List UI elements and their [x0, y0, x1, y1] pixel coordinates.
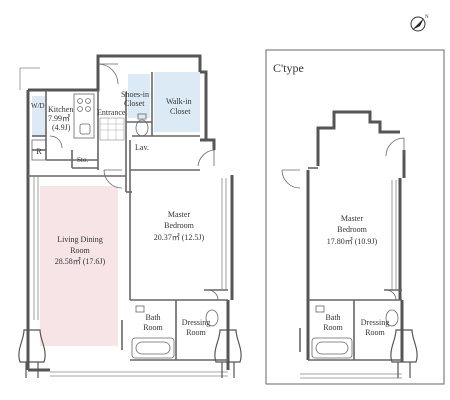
- living-dining-area: 28.58㎡ (17.6J): [55, 257, 106, 266]
- ctype-label: C'type: [273, 61, 304, 75]
- sto-label: Sto.: [77, 156, 88, 164]
- kitchen-area-sqm: 7.99㎡: [48, 114, 70, 123]
- master-bedroom-label-2: Bedroom: [164, 221, 195, 230]
- plan-c: [281, 110, 418, 379]
- living-dining-label-1: Living Dining: [57, 235, 103, 244]
- kitchen-fixtures: [31, 93, 95, 161]
- bath-fixtures: [131, 305, 219, 359]
- r-label: R: [36, 147, 42, 156]
- ctype-master-bedroom-label-2: Bedroom: [337, 225, 368, 234]
- walk-in-closet-label-2: Closet: [170, 107, 191, 116]
- kitchen-label: Kitchen: [48, 105, 73, 114]
- ctype-dressing-label-1: Dressing: [361, 318, 389, 327]
- plan-a-windows: [19, 67, 228, 377]
- walk-in-closet-label-1: Walk-in: [166, 97, 192, 106]
- lav-fixtures: [135, 113, 149, 137]
- compass-north-label: N: [425, 15, 429, 20]
- master-bedroom-area: 20.37㎡ (12.5J): [154, 233, 205, 242]
- ctype-bath-label-2: Room: [323, 323, 343, 332]
- plan-c-column: [390, 329, 418, 378]
- walk-in-closet-fill: [154, 72, 200, 132]
- plan-a: [18, 54, 242, 378]
- bath-label-2: Room: [143, 323, 163, 332]
- shoes-in-closet-fill: [128, 74, 150, 118]
- plan-c-walls: [306, 110, 406, 362]
- wd-fill: [32, 96, 46, 136]
- plan-a-walls: [26, 54, 234, 372]
- entrance-tile: [99, 117, 125, 141]
- master-bedroom-label-1: Master: [168, 210, 191, 219]
- bath-label-1: Bath: [145, 313, 160, 322]
- ctype-frame: [265, 49, 445, 385]
- plan-a-doors: [49, 63, 219, 301]
- dressing-label-1: Dressing: [182, 318, 210, 327]
- living-dining-fill: [40, 186, 118, 346]
- plan-c-windows: [300, 180, 402, 379]
- wd-label: W/D: [31, 102, 45, 110]
- lav-label: Lav.: [135, 143, 149, 152]
- dressing-label-2: Room: [186, 328, 206, 337]
- entrance-label: Entrance: [97, 108, 126, 117]
- ctype-master-bedroom-area: 17.80㎡ (10.9J): [327, 237, 378, 246]
- plan-c-bath-fixtures: [311, 305, 399, 359]
- ctype-bath-label-1: Bath: [325, 313, 340, 322]
- plan-a-interior-walls: [28, 72, 228, 361]
- north-compass-icon: N: [410, 15, 429, 32]
- plan-c-interior-walls: [299, 167, 402, 361]
- ctype-dressing-label-2: Room: [365, 328, 385, 337]
- shoes-in-closet-label-1: Shoes-in: [121, 90, 149, 99]
- living-dining-label-2: Room: [70, 246, 90, 255]
- shoes-in-closet-label-2: Closet: [124, 99, 145, 108]
- plan-a-columns: [18, 329, 242, 378]
- kitchen-area-j: (4.9J): [52, 123, 71, 132]
- plan-c-doors: [281, 137, 405, 301]
- ctype-master-bedroom-label-1: Master: [341, 214, 364, 223]
